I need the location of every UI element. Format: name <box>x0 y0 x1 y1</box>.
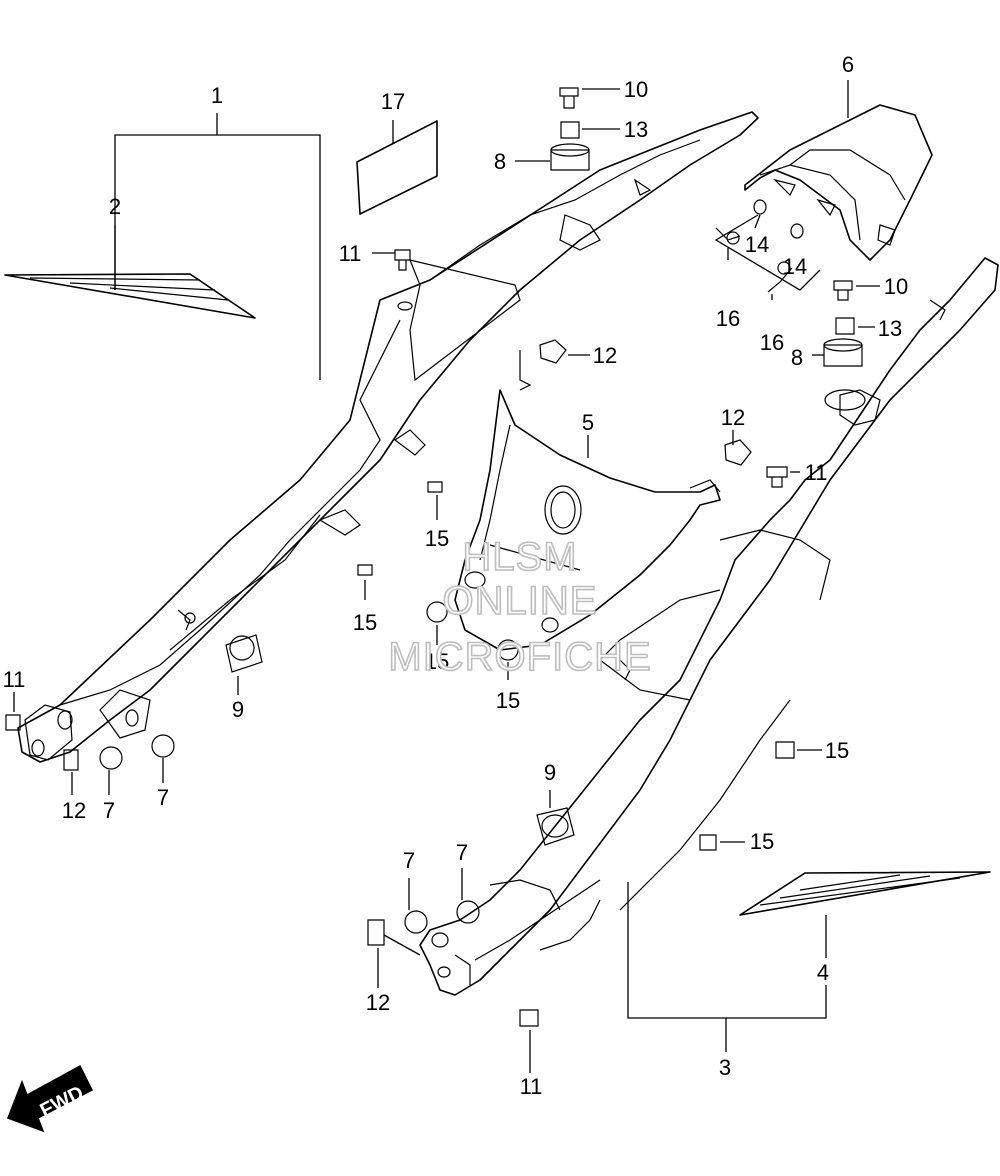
callout-7: 7 <box>157 785 169 810</box>
callout-11: 11 <box>805 460 828 485</box>
label-sticker <box>356 120 438 215</box>
callout-1: 1 <box>211 83 223 108</box>
callout-8: 8 <box>791 345 803 370</box>
right-stripe-decal <box>739 871 991 916</box>
right-frame-cover <box>419 257 999 996</box>
callout-9: 9 <box>232 697 244 722</box>
callout-7: 7 <box>103 798 115 823</box>
callout-7: 7 <box>403 848 415 873</box>
callout-3: 3 <box>719 1055 731 1080</box>
watermark: HLSM ONLINE MICROFICHE <box>388 534 652 680</box>
callout-13: 13 <box>878 316 902 341</box>
callout-11: 11 <box>3 667 26 692</box>
callout-10: 10 <box>624 77 648 102</box>
callout-14: 14 <box>745 232 769 257</box>
left-stripe-decal <box>4 273 256 319</box>
callout-15: 15 <box>425 649 449 674</box>
callout-7: 7 <box>456 840 468 865</box>
fwd-arrow-icon: FWD <box>7 1064 94 1133</box>
callout-16: 16 <box>716 306 740 331</box>
callout-2: 2 <box>109 194 121 219</box>
callout-15: 15 <box>825 738 849 763</box>
callout-15: 15 <box>425 526 449 551</box>
hardware <box>5 87 863 1027</box>
callout-10: 10 <box>884 274 908 299</box>
callout-16: 16 <box>760 330 784 355</box>
callout-4: 4 <box>817 960 829 985</box>
callout-15: 15 <box>496 688 520 713</box>
callout-labels: 1 2 17 10 13 8 6 14 14 16 10 16 13 8 11 … <box>3 52 909 1099</box>
callout-6: 6 <box>842 52 854 77</box>
callout-12: 12 <box>62 798 86 823</box>
watermark-line-1: HLSM <box>462 535 577 579</box>
callout-12: 12 <box>366 990 390 1015</box>
watermark-line-3: MICROFICHE <box>388 635 651 679</box>
callout-15: 15 <box>750 829 774 854</box>
callout-12: 12 <box>593 343 617 368</box>
leader-lines <box>13 80 880 1073</box>
callout-15: 15 <box>353 610 377 635</box>
callout-13: 13 <box>624 117 648 142</box>
callout-17: 17 <box>381 89 405 114</box>
callout-9: 9 <box>544 760 556 785</box>
rear-tail-cover <box>744 104 933 261</box>
callout-8: 8 <box>494 149 506 174</box>
center-cover <box>454 350 721 651</box>
callout-11: 11 <box>520 1074 543 1099</box>
callout-5: 5 <box>582 410 594 435</box>
callout-14: 14 <box>783 254 807 279</box>
callout-12: 12 <box>721 405 745 430</box>
left-frame-cover <box>17 111 759 763</box>
callout-11: 11 <box>339 241 362 266</box>
watermark-line-2: ONLINE <box>443 579 598 623</box>
